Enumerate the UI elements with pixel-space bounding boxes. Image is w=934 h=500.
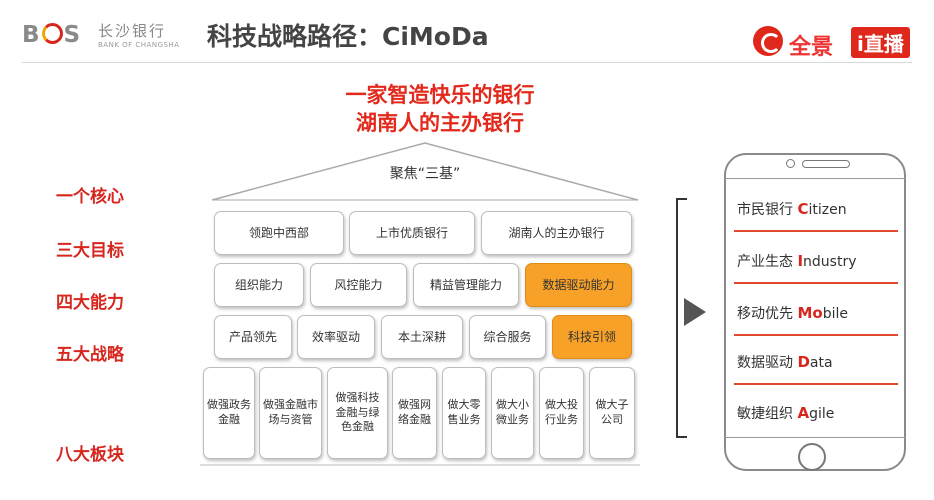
phone-speaker-icon bbox=[802, 160, 850, 168]
segment-box: 做强科技金融与绿色金融 bbox=[327, 367, 388, 459]
segment-box: 做大零售业务 bbox=[442, 367, 486, 459]
phone-item-word-rest: ndustry bbox=[803, 254, 857, 270]
phone-item-divider bbox=[734, 383, 898, 385]
phone-item-mobile: 移动优先 Mobile bbox=[737, 303, 897, 323]
phone-item-citizen: 市民银行 Citizen bbox=[737, 199, 897, 219]
phone-item-initial: C bbox=[797, 200, 809, 218]
page-title: 科技战略路径：CiMoDa bbox=[207, 22, 489, 51]
bank-name-cn: 长沙银行 bbox=[98, 22, 167, 40]
row-label-core: 一个核心 bbox=[56, 187, 124, 207]
capability-box: 风控能力 bbox=[310, 263, 407, 307]
phone-item-word-rest: itizen bbox=[808, 202, 847, 218]
capability-box: 组织能力 bbox=[214, 263, 304, 307]
header-divider bbox=[22, 62, 912, 63]
broadcast-logo-icon bbox=[753, 26, 783, 56]
phone-item-label: 产业生态 bbox=[737, 254, 798, 270]
phone-item-divider bbox=[734, 282, 898, 284]
bank-name-en: BANK OF CHANGSHA bbox=[98, 41, 180, 49]
broadcast-logo-tag: i直播 bbox=[851, 27, 910, 58]
phone-item-data: 数据驱动 Data bbox=[737, 352, 897, 372]
strategy-box-highlighted: 科技引领 bbox=[552, 315, 632, 359]
strategy-box: 综合服务 bbox=[469, 315, 546, 359]
strategy-box: 效率驱动 bbox=[297, 315, 375, 359]
segment-box: 做大小微业务 bbox=[491, 367, 534, 459]
phone-item-initial: D bbox=[797, 353, 810, 371]
goal-box: 湖南人的主办银行 bbox=[481, 211, 632, 255]
phone-item-label: 敏捷组织 bbox=[737, 406, 798, 422]
core-focus-text: 聚焦“三基” bbox=[389, 166, 461, 182]
logo-letter-s: S bbox=[63, 22, 82, 48]
goal-box: 领跑中西部 bbox=[214, 211, 344, 255]
phone-item-word-rest: ata bbox=[809, 355, 833, 371]
phone-screen-bottom-edge bbox=[724, 437, 906, 438]
segment-box: 做强金融市场与资管 bbox=[259, 367, 322, 459]
segment-box: 做强政务金融 bbox=[203, 367, 255, 459]
phone-item-initial: Mo bbox=[797, 304, 823, 322]
phone-item-word-rest: gile bbox=[809, 406, 835, 422]
phone-item-initial: A bbox=[797, 404, 810, 422]
slogan-line-2: 湖南人的主办银行 bbox=[356, 111, 524, 135]
phone-item-label: 市民银行 bbox=[737, 202, 798, 218]
arrow-right-icon bbox=[684, 298, 706, 326]
roof-outline bbox=[211, 142, 639, 201]
logo-letter-b: B bbox=[22, 22, 41, 48]
logo-ring-icon bbox=[41, 23, 63, 44]
slogan-line-1: 一家智造快乐的银行 bbox=[345, 83, 535, 107]
segment-box: 做大子公司 bbox=[589, 367, 635, 459]
strategy-box: 本土深耕 bbox=[381, 315, 463, 359]
phone-item-divider bbox=[734, 230, 898, 232]
phone-item-agile: 敏捷组织 Agile bbox=[737, 403, 897, 423]
segment-box: 做强网络金融 bbox=[392, 367, 437, 459]
phone-home-button-icon bbox=[798, 443, 826, 471]
row-label-strategies: 五大战略 bbox=[56, 345, 124, 365]
phone-frame bbox=[724, 153, 906, 471]
row-label-goals: 三大目标 bbox=[56, 241, 124, 261]
bracket-icon bbox=[676, 198, 687, 438]
goal-box: 上市优质银行 bbox=[349, 211, 475, 255]
segment-box: 做大投行业务 bbox=[539, 367, 584, 459]
strategy-box: 产品领先 bbox=[214, 315, 292, 359]
capability-box-highlighted: 数据驱动能力 bbox=[525, 263, 632, 307]
phone-screen-top-edge bbox=[724, 178, 906, 179]
capability-box: 精益管理能力 bbox=[413, 263, 519, 307]
phone-item-initial: I bbox=[797, 252, 804, 270]
phone-camera-icon bbox=[786, 159, 795, 168]
broadcast-logo-text: 全景 bbox=[789, 35, 834, 60]
phone-item-industry: 产业生态 Industry bbox=[737, 251, 897, 271]
phone-item-word-rest: bile bbox=[822, 306, 848, 322]
row-label-segments: 八大板块 bbox=[56, 445, 124, 465]
phone-item-label: 数据驱动 bbox=[737, 355, 798, 371]
phone-item-label: 移动优先 bbox=[737, 306, 798, 322]
phone-item-divider bbox=[734, 334, 898, 336]
row-label-capabilities: 四大能力 bbox=[56, 293, 124, 313]
